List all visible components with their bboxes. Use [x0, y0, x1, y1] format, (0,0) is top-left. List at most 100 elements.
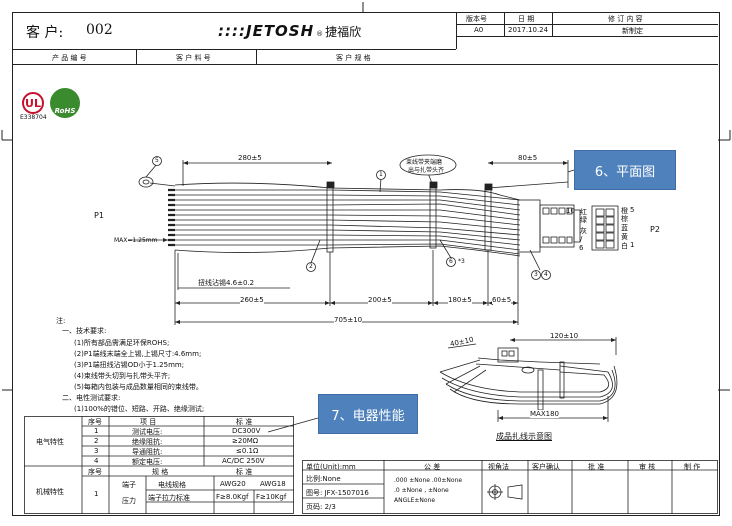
tech-item-1: (1)所有部品需满足环保ROHS; [74, 339, 170, 347]
p2-color-left-1: 绿 [580, 216, 587, 224]
tb-tol-line-2: .0 ±None , ±None [394, 487, 449, 494]
dim-max-od: MAX=1.25mm [114, 237, 158, 244]
tb-make: 制 作 [684, 463, 701, 471]
tb-tol-head: 公 差 [424, 463, 441, 471]
elec-header-no: 序号 [88, 418, 102, 426]
mech-wire-spec: 电线规格 [158, 481, 186, 489]
tb-drawing-no: 图号: JFX-1507016 [306, 489, 369, 497]
ul-logo: UL [22, 92, 44, 114]
tb-scale: 比例:None [306, 475, 341, 483]
dim-705: 705±10 [334, 316, 363, 324]
p2-color-right-0: 橙 [621, 207, 628, 215]
tie-note-1: 束线带夹端磨 [406, 159, 443, 166]
tech-item-4: (4)束线带头切到与扎带头平齐; [74, 372, 171, 380]
notes-head: 注: [56, 317, 66, 325]
dim-260: 260±5 [240, 296, 264, 304]
sketch-caption: 成品扎线示意图 [496, 432, 552, 441]
brand-reg: ® [316, 30, 324, 38]
callout-plan-view: 6、平面图 [574, 150, 676, 190]
balloon-1: 1 [379, 171, 383, 178]
twist-tin-note: 扭线沾锡4.6±0.2 [198, 279, 255, 287]
ul-file-no: E338704 [20, 114, 47, 121]
dim-180: 180±5 [448, 296, 472, 304]
p2-pin-1: 1 [630, 241, 635, 249]
mech-terminal-label: 端子 [122, 481, 136, 489]
elec-row-1-std: DC300V [232, 427, 261, 435]
mech-f18: F≥10Kgf [256, 493, 287, 501]
rev-header-date: 日 期 [518, 15, 535, 23]
p2-color-left-2: 灰 [580, 227, 587, 235]
p2-pin-5: 5 [630, 206, 635, 214]
tie-note-2: 出与扎带头齐 [408, 167, 445, 174]
elec-row-3-std: ≤0.1Ω [236, 447, 259, 455]
p2-color-right-1: 棕 [621, 215, 628, 223]
dim-280: 280±5 [238, 154, 262, 162]
customer-label: 客 户: [26, 25, 64, 41]
elec-row-3-item: 导通阻抗: [132, 448, 163, 456]
elec-item-1: (1)100%的错位、短路、开路、绝缘测试; [74, 405, 205, 413]
p2-pin-10: 10 [566, 207, 575, 215]
rohs-text: RoHS [54, 107, 76, 115]
rev-version: A0 [474, 26, 484, 34]
mech-awg20: AWG20 [220, 480, 246, 488]
p2-pin-6: 6 [579, 244, 584, 252]
balloon-3: 3 [534, 271, 538, 278]
callout-electrical: 7、电器性能 [318, 394, 418, 434]
mech-header-spec: 规 格 [152, 468, 169, 476]
balloon-2: 2 [309, 263, 313, 270]
dim-80: 80±5 [518, 154, 538, 162]
mech-pull-std: 端子拉力标准 [148, 494, 190, 502]
label-p2: P2 [650, 225, 660, 234]
customer-value: 002 [86, 22, 113, 38]
dim-60: 60±5 [492, 296, 512, 304]
mech-header-std: 标 准 [236, 468, 253, 476]
tb-customer-confirm: 客户确认 [532, 463, 560, 471]
tech-item-3: (3)P1端扭线沾锡OD小于1.25mm; [74, 361, 185, 369]
elec-row-4-no: 4 [94, 457, 99, 465]
elec-row-2-std: ≥20MΩ [232, 437, 259, 445]
mech-f20: F≥8.0Kgf [216, 493, 249, 501]
tech-item-2: (2)P1端线末端全上锡,上锡尺寸:4.6mm; [74, 350, 202, 358]
elec-header-std: 标 准 [236, 418, 253, 426]
mech-row-no: 1 [94, 490, 99, 498]
mech-header-no: 序号 [88, 468, 102, 476]
elec-row-2-no: 2 [94, 437, 99, 445]
tb-tol-line-1: .000 ±None .00±None [394, 477, 463, 484]
info-customer-part: 客 户 料 号 [176, 54, 211, 62]
revision-table: 版本号 日 期 修 订 内 容 A0 2017.10.24 新制定 [456, 12, 718, 50]
tb-approve: 批 准 [588, 463, 605, 471]
rev-content: 新制定 [622, 27, 643, 35]
balloon-6-qty: *3 [458, 258, 465, 265]
tb-unit: 单位(Unit):mm [306, 463, 356, 471]
rohs-logo: RoHS [50, 88, 80, 118]
rev-header-version: 版本号 [466, 15, 487, 23]
mech-section-label: 机械特性 [36, 488, 64, 496]
elec-row-4-std: AC/DC 250V [222, 457, 265, 465]
balloon-5: 5 [155, 157, 159, 164]
balloon-6: 6 [449, 258, 453, 265]
elec-header-item: 项 目 [140, 418, 157, 426]
p2-color-left-0: 红 [580, 208, 587, 216]
tb-view-head: 视角法 [488, 463, 509, 471]
elec-row-2-item: 绝缘阻抗: [132, 438, 163, 446]
tb-page: 页码: 2/3 [306, 503, 336, 511]
rev-header-content: 修 订 内 容 [608, 15, 643, 23]
balloon-4: 4 [544, 271, 548, 278]
elec-row-3-no: 3 [94, 447, 99, 455]
tech-head: 一、技术要求: [62, 327, 107, 335]
p2-color-left-3: / [580, 235, 583, 243]
elec-head: 二、电性测试要求: [62, 394, 121, 402]
sketch-dim-max180: MAX180 [530, 410, 559, 418]
dim-200: 200±5 [368, 296, 392, 304]
spec-table: 电气特性 序号 项 目 标 准 1 测试电压: DC300V 2 绝缘阻抗: ≥… [24, 416, 294, 514]
drawing-frame [12, 12, 720, 516]
info-customer-spec: 客 户 规 格 [336, 54, 371, 62]
elec-row-1-item: 测试电压: [132, 428, 163, 436]
p2-color-right-2: 蓝 [621, 224, 628, 232]
tb-tol-line-3: ANGLE±None [394, 497, 436, 504]
brand-mark: ::::JETOSH [218, 22, 315, 40]
info-product-no: 产 品 编 号 [52, 54, 87, 62]
brand-logo: ::::JETOSH ® 捷福欣 [218, 22, 361, 40]
